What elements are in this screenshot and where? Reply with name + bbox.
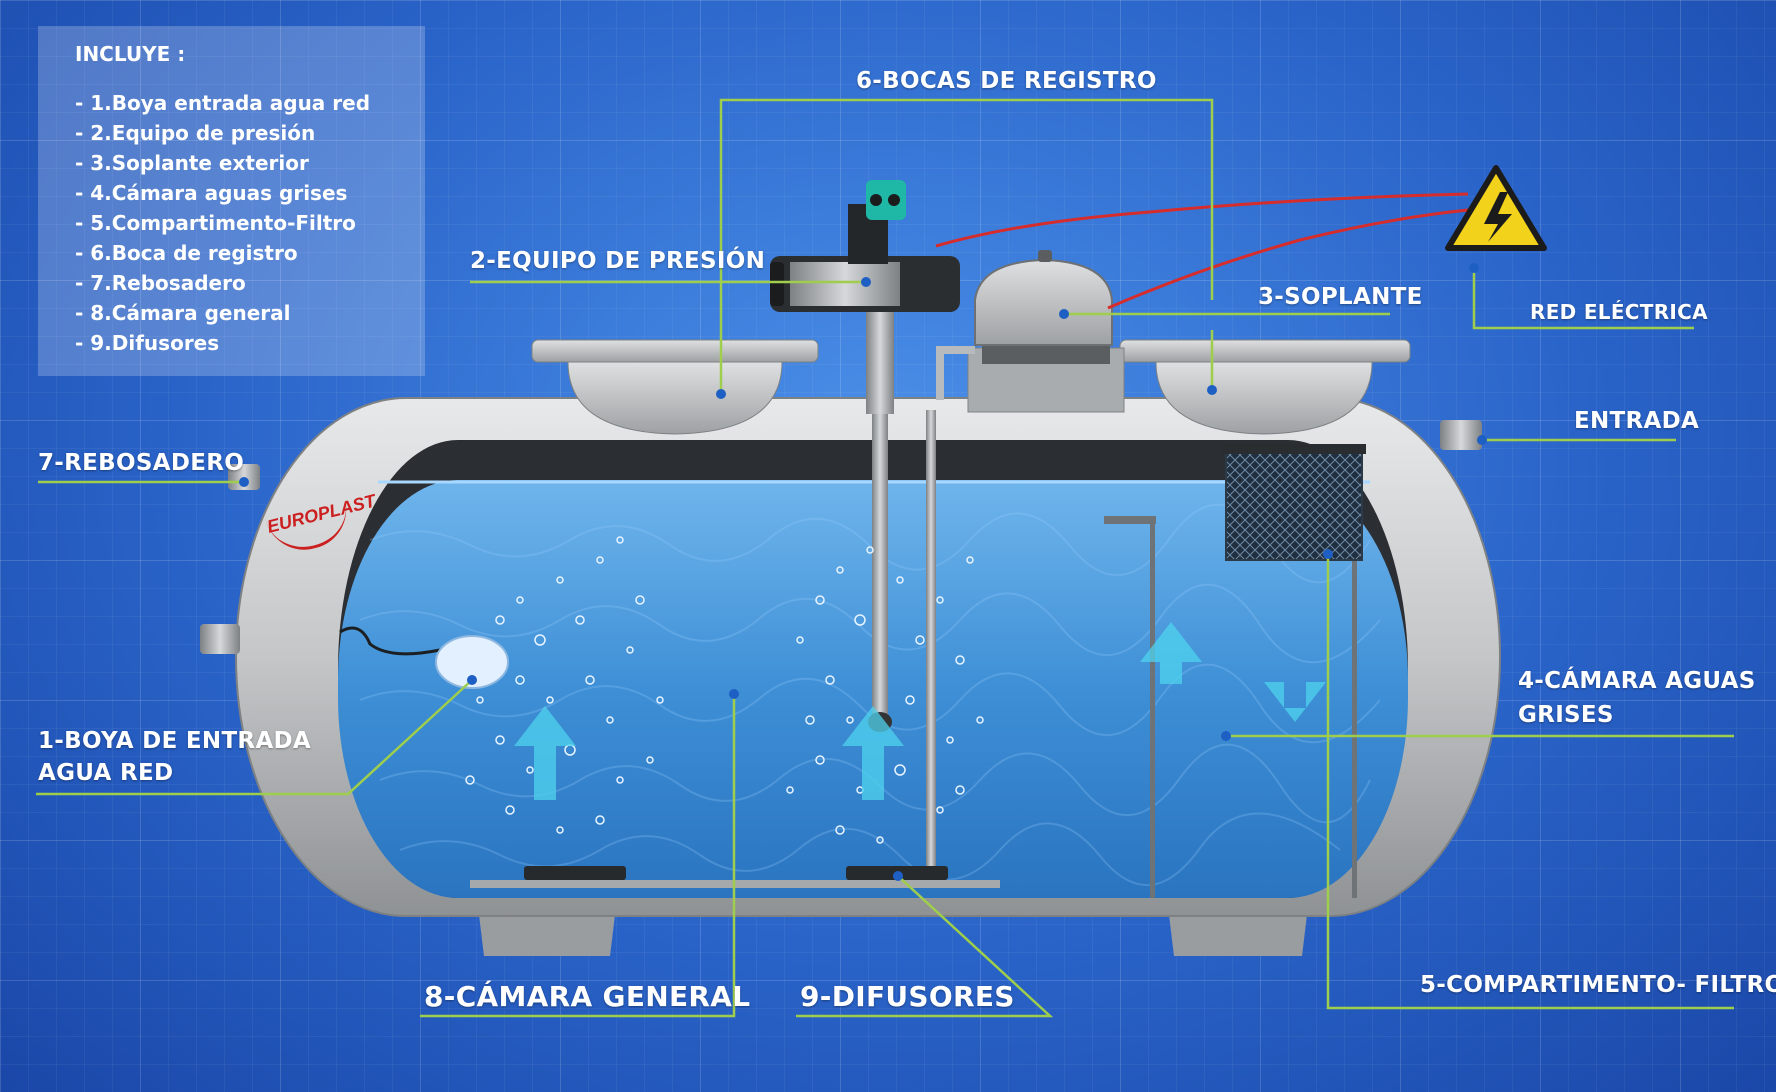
includes-item: - 2.Equipo de presión — [75, 118, 370, 148]
chamber-divider-wall — [1150, 520, 1155, 898]
includes-item: - 8.Cámara general — [75, 298, 370, 328]
includes-item: - 5.Compartimento-Filtro — [75, 208, 370, 238]
divider-pipe-top — [1104, 516, 1156, 524]
includes-item: - 1.Boya entrada agua red — [75, 88, 370, 118]
label-red-electrica: RED ELÉCTRICA — [1530, 300, 1708, 324]
label-camara-general: 8-CÁMARA GENERAL — [424, 980, 750, 1013]
includes-title: INCLUYE : — [75, 42, 185, 66]
label-entrada: ENTRADA — [1574, 408, 1699, 434]
includes-item: - 3.Soplante exterior — [75, 148, 370, 178]
label-camara-grises-line2: GRISES — [1518, 702, 1614, 728]
label-soplante: 3-SOPLANTE — [1258, 284, 1423, 310]
pump-suction-pipe — [872, 410, 888, 720]
label-boya-line1: 1-BOYA DE ENTRADA — [38, 728, 311, 754]
high-voltage-warning-icon — [1448, 168, 1544, 248]
grey-water-wall — [1352, 560, 1357, 898]
filter-top — [1222, 444, 1366, 454]
includes-item: - 7.Rebosadero — [75, 268, 370, 298]
label-boya-line2: AGUA RED — [38, 760, 173, 786]
label-compartimento-filtro: 5-COMPARTIMENTO- FILTRO — [1420, 972, 1776, 998]
includes-item: - 9.Difusores — [75, 328, 370, 358]
includes-panel: INCLUYE : - 1.Boya entrada agua red - 2.… — [38, 26, 425, 376]
filter-compartment — [1226, 450, 1362, 560]
air-blower-icon — [975, 260, 1112, 345]
manhole-right-flange — [1120, 340, 1410, 362]
includes-list: - 1.Boya entrada agua red - 2.Equipo de … — [75, 88, 370, 358]
includes-item: - 4.Cámara aguas grises — [75, 178, 370, 208]
inlet-pipe-left — [200, 624, 240, 654]
label-rebosadero: 7-REBOSADERO — [38, 450, 244, 476]
inlet-pipe-right — [1440, 420, 1482, 450]
includes-item: - 6.Boca de registro — [75, 238, 370, 268]
label-difusores: 9-DIFUSORES — [800, 980, 1015, 1013]
pump-riser — [866, 300, 894, 414]
air-pipe — [926, 410, 936, 866]
label-equipo-presion: 2-EQUIPO DE PRESIÓN — [470, 248, 765, 274]
blower-knob — [1038, 250, 1052, 262]
diffuser-left — [524, 866, 626, 880]
manhole-left-flange — [532, 340, 818, 362]
pressure-pump-icon — [770, 180, 960, 312]
label-bocas-registro: 6-BOCAS DE REGISTRO — [856, 68, 1157, 94]
label-camara-grises-line1: 4-CÁMARA AGUAS — [1518, 668, 1756, 694]
